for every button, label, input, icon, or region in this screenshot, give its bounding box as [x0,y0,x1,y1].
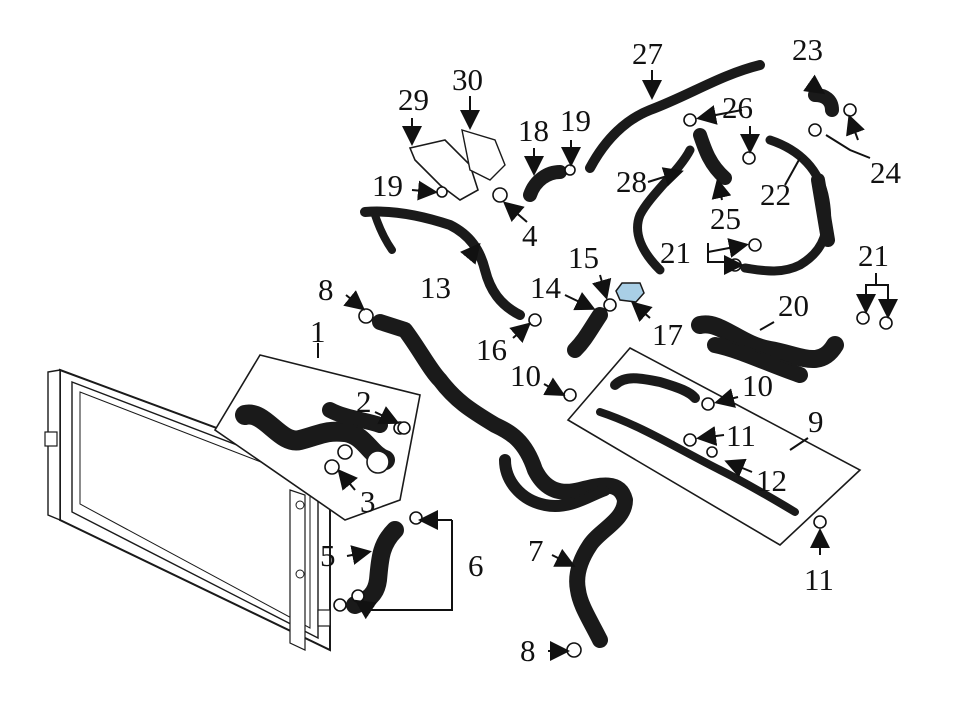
callout-23: 23 [792,32,823,67]
callout-7: 7 [528,533,544,568]
callout-19-left: 19 [372,168,403,203]
leader-lines [317,70,898,661]
lower-radiator-hose [333,511,423,614]
callout-3: 3 [360,484,376,519]
callout-6: 6 [468,548,484,583]
clamps-21 [397,238,893,529]
callout-11-bottom: 11 [804,562,834,597]
callout-21-right: 21 [858,238,889,273]
radiator [44,368,331,652]
callout-28: 28 [616,164,647,199]
callout-30: 30 [452,62,483,97]
callout-24: 24 [870,155,902,190]
callout-4: 4 [522,218,538,253]
callout-19-top: 19 [560,103,591,138]
callout-12: 12 [756,463,787,498]
hose-25 [693,128,732,185]
callout-8-bottom: 8 [520,633,536,668]
callout-27: 27 [632,36,663,71]
callout-22: 22 [760,177,791,212]
callout-8-top: 8 [318,272,334,307]
callout-25: 25 [710,201,741,236]
callout-14: 14 [530,270,562,305]
callout-11-box: 11 [726,418,756,453]
connector-17-highlighted [615,282,645,303]
thermostat-housing [408,128,508,203]
callout-20: 20 [778,288,809,323]
callout-labels: 1 2 3 4 5 6 7 8 8 9 10 10 11 11 12 13 14… [310,32,902,668]
callout-15: 15 [568,240,599,275]
callout-10-right: 10 [742,368,773,403]
callout-9: 9 [808,404,824,439]
callout-29: 29 [398,82,429,117]
callout-17: 17 [652,317,683,352]
hose-18 [523,164,576,202]
callout-2: 2 [356,384,372,419]
elbow-23 [808,88,857,137]
callout-13: 13 [420,270,451,305]
coolant-pipe-13 [360,186,542,327]
hose-20 [691,315,844,383]
callout-5: 5 [320,538,336,573]
hose-14 [567,298,617,358]
callout-16: 16 [476,332,507,367]
callout-26: 26 [722,90,753,125]
coolant-pipe-assembly [358,308,633,658]
pipe-22 [740,135,835,276]
callout-18: 18 [518,113,549,148]
callout-1: 1 [310,314,326,349]
callout-10-left: 10 [510,358,541,393]
callout-21-middle: 21 [660,235,691,270]
hose-kit-box-9 [566,346,862,546]
